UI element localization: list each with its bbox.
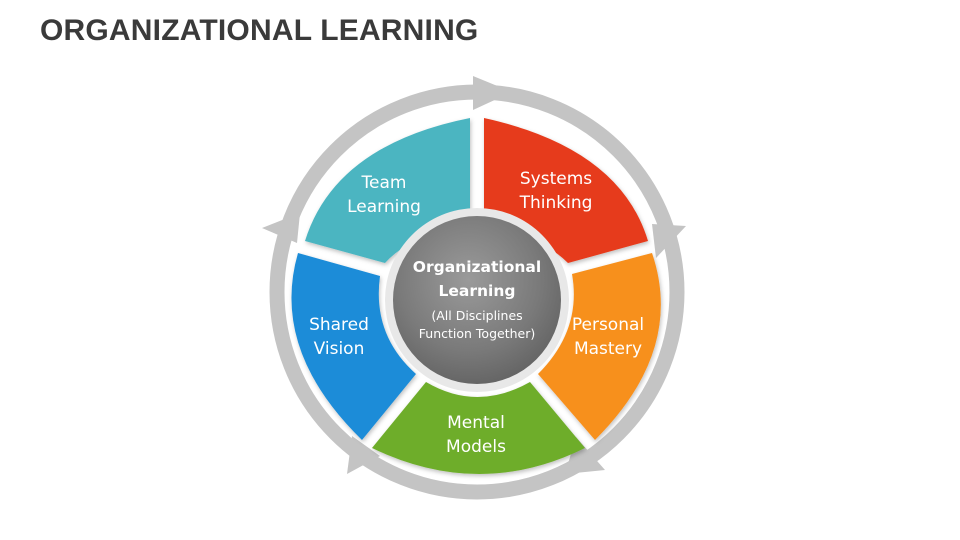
arrow-bottom-left-icon	[347, 436, 380, 474]
segment-label-shared-vision: Shared	[309, 315, 369, 335]
segment-label-team-learning: Team	[361, 173, 407, 193]
cycle-arrows	[262, 76, 686, 474]
segment-mental-models	[372, 382, 585, 474]
segment-label-mental-models: Mental	[447, 413, 505, 433]
center-title-line2: Learning	[439, 282, 516, 300]
center-subtitle-line1: (All Disciplines	[431, 308, 522, 323]
segment-label-mental-models-2: Models	[446, 437, 506, 457]
segment-label-personal-mastery-2: Mastery	[574, 339, 642, 359]
page-title: ORGANIZATIONAL LEARNING	[40, 14, 479, 47]
segment-label-team-learning-2: Learning	[347, 197, 421, 217]
center-subtitle-line2: Function Together)	[419, 326, 535, 341]
segment-label-shared-vision-2: Vision	[314, 339, 365, 359]
arrow-top-icon	[473, 76, 512, 110]
segment-label-systems-thinking-2: Thinking	[519, 193, 593, 213]
segment-label-systems-thinking: Systems	[520, 169, 592, 189]
center-circle	[393, 216, 561, 384]
center-title-line1: Organizational	[413, 258, 541, 276]
arrow-left-icon	[262, 213, 300, 243]
arrow-right-icon	[652, 224, 686, 258]
segment-shared-vision	[291, 253, 416, 440]
segment-personal-mastery	[538, 253, 661, 440]
segment-label-personal-mastery: Personal	[572, 315, 644, 335]
